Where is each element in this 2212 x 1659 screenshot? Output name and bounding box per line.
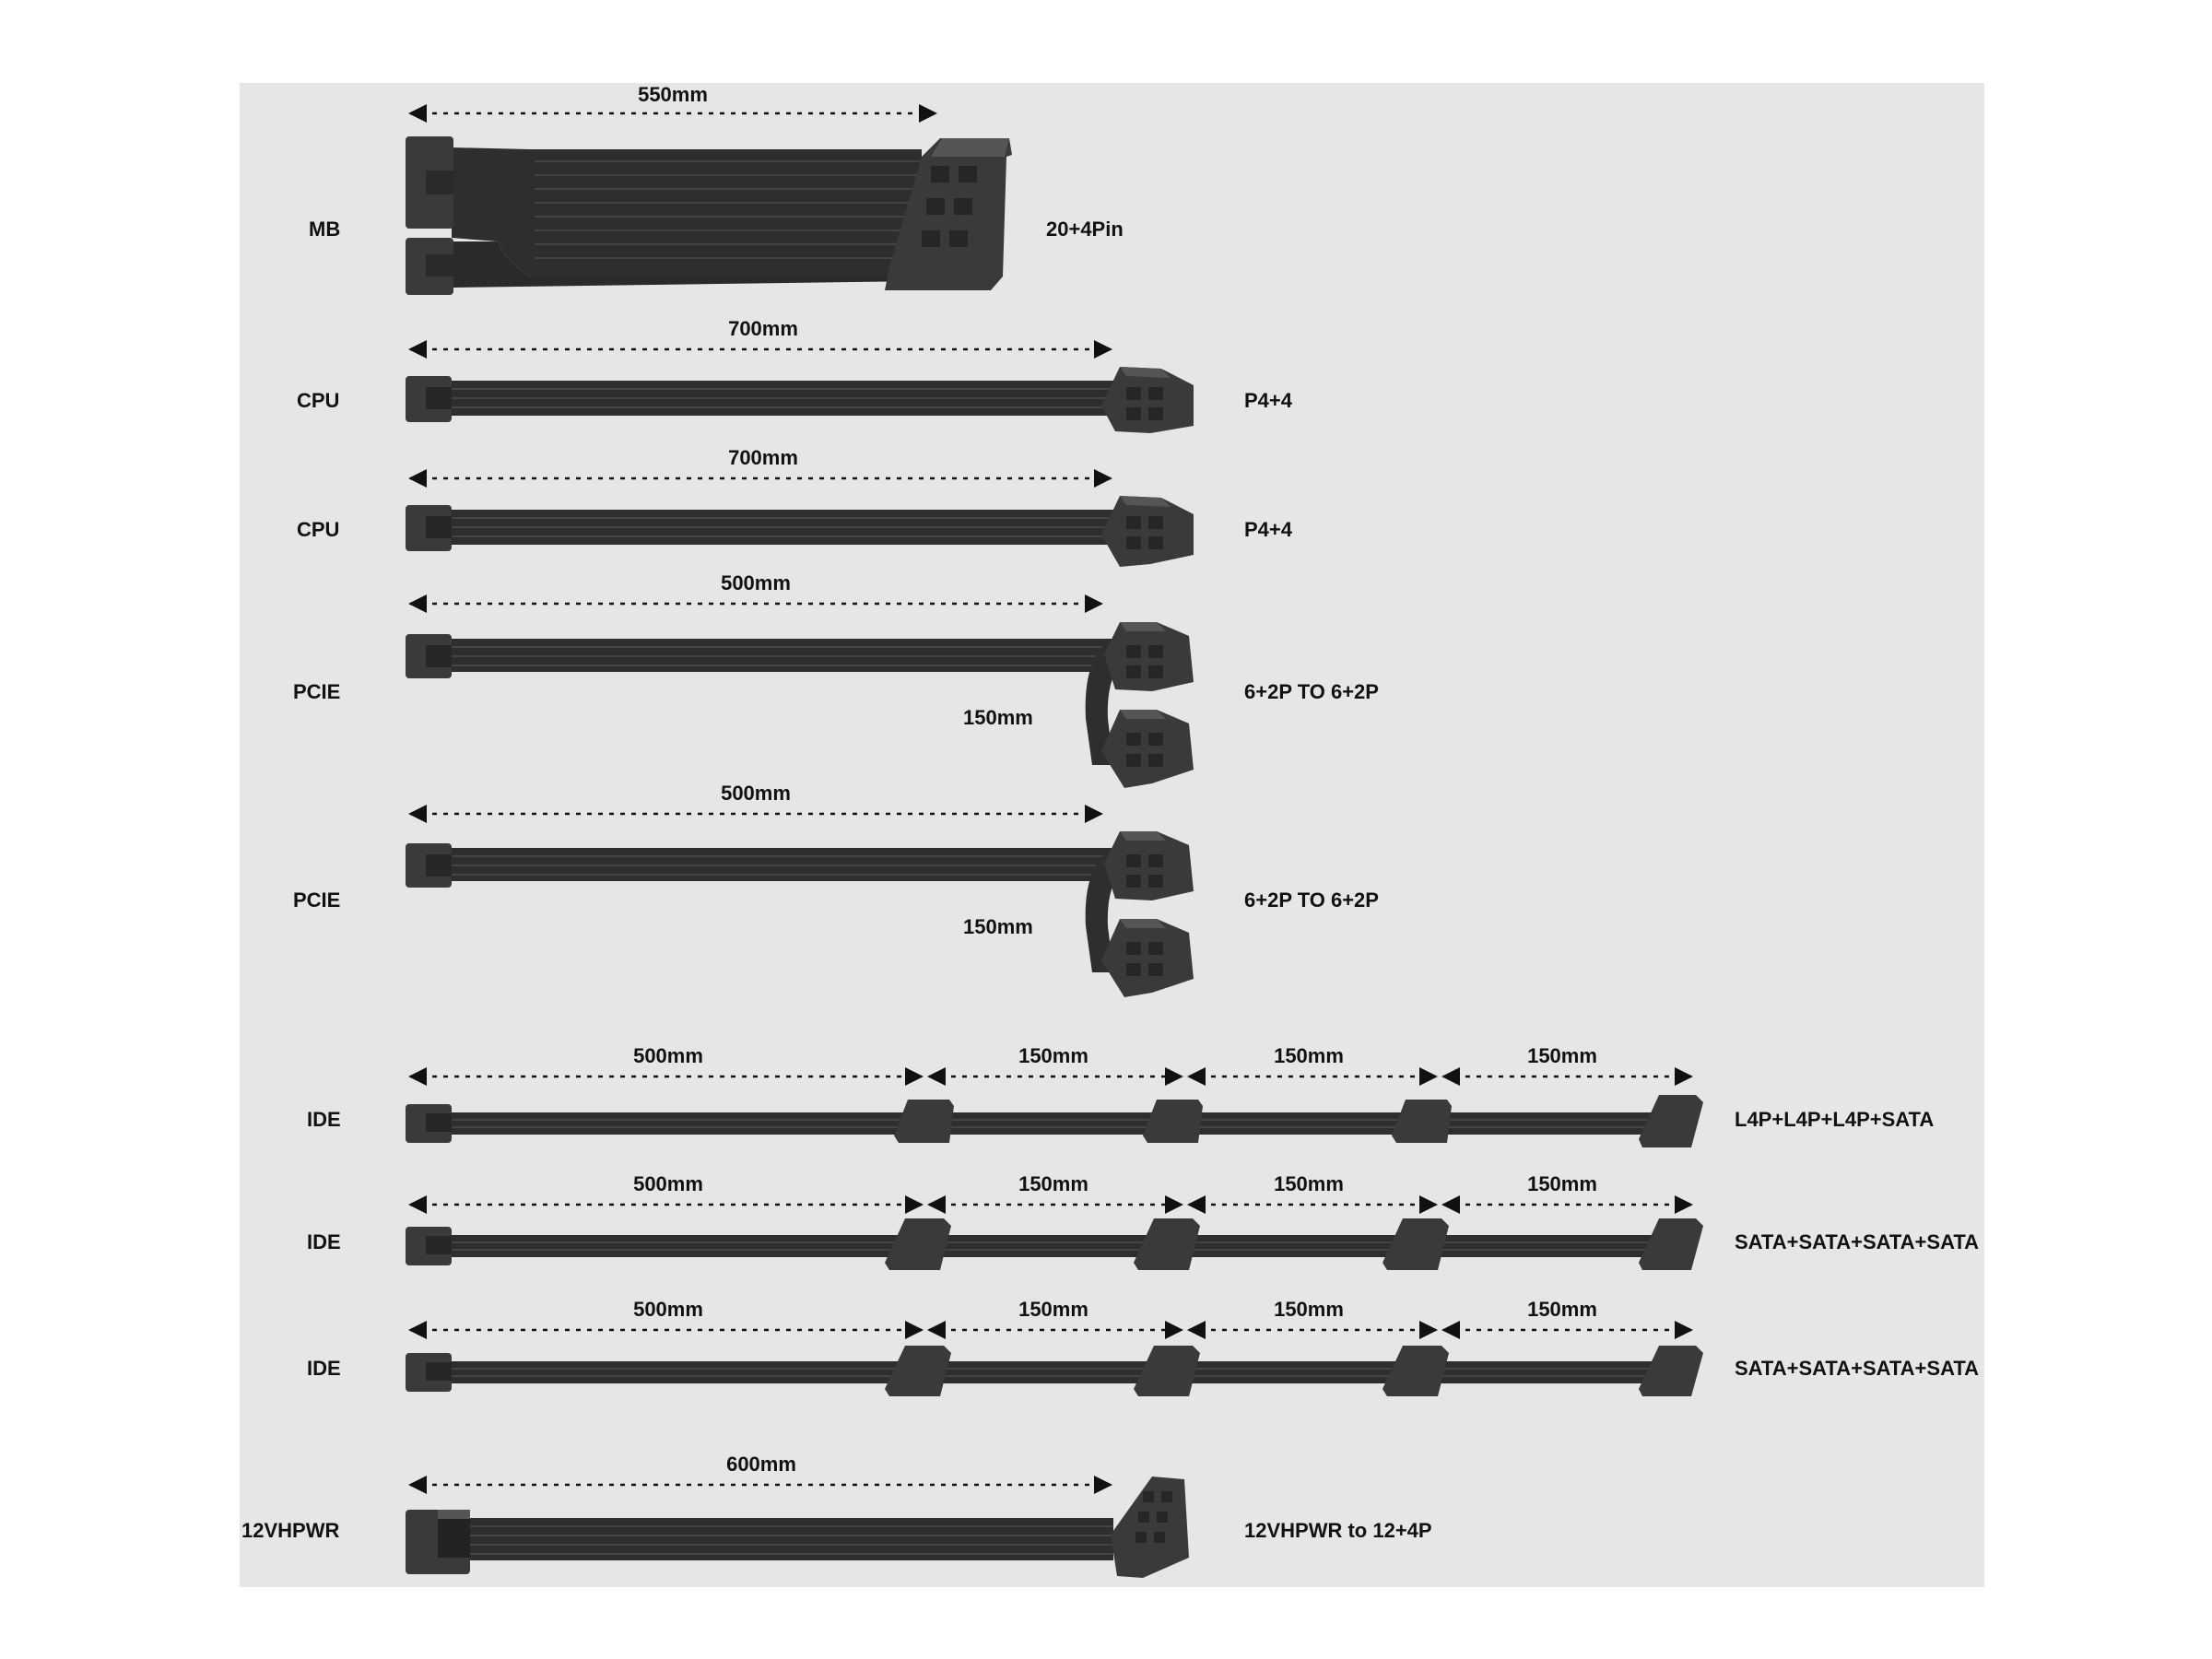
connector-label: 6+2P TO 6+2P [1244,888,1379,912]
cable-name: IDE [307,1230,341,1253]
dimension-label: 500mm [721,782,791,805]
connector-label: 6+2P TO 6+2P [1244,680,1379,703]
eps-connector [1101,496,1194,567]
cable-name: IDE [307,1357,341,1380]
dimension-label: 150mm [1018,1172,1088,1195]
cable-name: IDE [307,1108,341,1131]
cable-row-pcie: PCIE 500mm 150mm 6+2P TO 6+2P [293,782,1379,997]
cable-row-cpu: CPU 700mm P4+4 [297,446,1293,567]
dimension-label: 150mm [963,706,1033,729]
dimension-label: 150mm [1274,1172,1344,1195]
sata-connector [885,1218,951,1270]
dimension-label: 150mm [1527,1172,1597,1195]
connector-label: P4+4 [1244,518,1293,541]
sata-connector [885,1346,951,1396]
dimension-label: 700mm [728,317,798,340]
dimension-label: 500mm [633,1172,703,1195]
dimension-label: 150mm [1527,1044,1597,1067]
dimension-label: 500mm [721,571,791,594]
cable-name: MB [309,218,340,241]
cable-row-ide: IDE 500mm 150mm 150mm 150mm SATA+SATA+SA… [307,1172,1979,1270]
eps-connector [1101,367,1194,433]
cable-name: PCIE [293,680,340,703]
pcie-connector [1101,919,1194,997]
molex-connector [1392,1100,1452,1143]
molex-connector [1143,1100,1203,1143]
dimension-label: 150mm [1018,1044,1088,1067]
connector-label: L4P+L4P+L4P+SATA [1735,1108,1934,1131]
sata-connector [1382,1218,1449,1270]
cable-row-pcie: PCIE 500mm 150mm 6+2P TO 6+2P [293,571,1379,788]
dimension-label: 600mm [726,1453,796,1476]
cable-bundle [452,147,922,276]
dimension-label: 150mm [1274,1298,1344,1321]
sata-connector [1639,1095,1703,1147]
cable-bundle [450,1112,1657,1135]
cable-row-mb: MB 550mm 20+4Pin [309,83,1124,295]
dimension-label: 500mm [633,1044,703,1067]
dimension-label: 150mm [1527,1298,1597,1321]
dimension-label: 550mm [638,83,708,106]
connector-label: P4+4 [1244,389,1293,412]
sata-connector [1639,1218,1703,1270]
sata-connector [1134,1218,1200,1270]
molex-connector [894,1100,954,1143]
cable-bundle [450,1361,1657,1383]
cable-name: CPU [297,389,339,412]
cable-name: 12VHPWR [241,1519,339,1542]
sata-connector [1382,1346,1449,1396]
cable-name: PCIE [293,888,340,912]
sata-connector [1639,1346,1703,1396]
connector-label: 12VHPWR to 12+4P [1244,1519,1432,1542]
pcie-connector [1101,710,1194,788]
atx-24pin-connector [885,138,1012,290]
pigtail-cable [1085,643,1124,765]
dimension-label: 150mm [1018,1298,1088,1321]
connector-label: 20+4Pin [1046,218,1124,241]
connector-label: SATA+SATA+SATA+SATA [1735,1230,1979,1253]
connector-label: SATA+SATA+SATA+SATA [1735,1357,1979,1380]
cable-bundle [450,848,1113,881]
cable-name: CPU [297,518,339,541]
cable-row-cpu: CPU 700mm P4+4 [297,317,1293,433]
dimension-label: 700mm [728,446,798,469]
cable-row-ide: IDE 500mm 150mm 150mm 150mm SATA+SATA+SA… [307,1298,1979,1396]
cable-bundle-lower [452,241,922,288]
dimension-label: 150mm [963,915,1033,938]
cable-bundle [450,639,1113,672]
pigtail-cable [1085,853,1124,972]
cable-row-12vhpwr: 12VHPWR 600mm 12VHPWR to 12+4P [241,1453,1432,1578]
cable-bundle [450,1235,1657,1257]
cable-row-ide: IDE 500mm 150mm 150mm 150mm L4P+L4P+L4P+… [307,1044,1934,1147]
dimension-label: 150mm [1274,1044,1344,1067]
dimension-label: 500mm [633,1298,703,1321]
sata-connector [1134,1346,1200,1396]
